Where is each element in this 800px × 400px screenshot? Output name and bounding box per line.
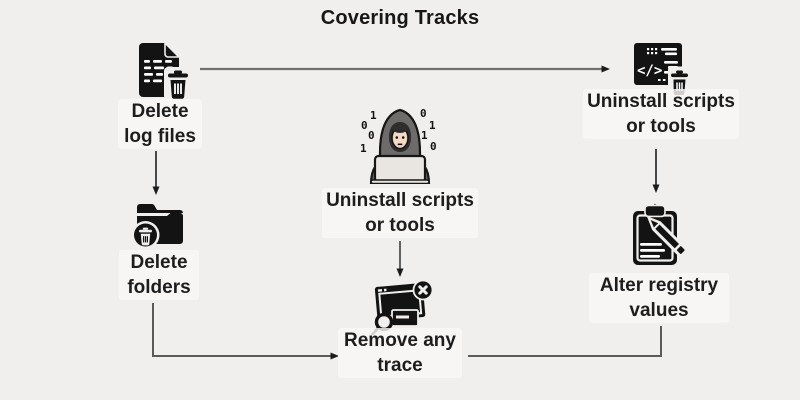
binary-digit: 1 — [421, 129, 428, 142]
windows-remove-icon — [371, 279, 434, 335]
node-label-delete-log-files: Delete log files — [118, 99, 202, 149]
node-label-delete-folders: Delete folders — [119, 250, 199, 300]
connector-alter-registry-to-remove-trace — [468, 326, 662, 357]
node-label-alter-registry: Alter registry values — [589, 273, 729, 323]
node-label-hacker-uninstall: Uninstall scripts or tools — [322, 188, 478, 238]
file-trash-icon — [139, 42, 195, 100]
code-glyph: </> — [637, 63, 662, 79]
clipboard-pencil-icon — [633, 203, 690, 265]
binary-digit: 0 — [368, 129, 375, 142]
binary-digit: 0 — [361, 119, 368, 132]
code-trash-icon: </> — [634, 43, 692, 97]
diagram-title: Covering Tracks — [320, 7, 480, 29]
connector-delete-folders-to-remove-trace — [152, 303, 339, 360]
folder-trash-icon — [131, 203, 183, 249]
binary-digit: 1 — [429, 119, 436, 132]
hacker-icon: 1 0 0 1 0 1 1 0 — [360, 107, 437, 184]
node-label-uninstall-tools: Uninstall scripts or tools — [583, 89, 739, 139]
node-label-remove-trace: Remove any trace — [338, 328, 462, 378]
binary-digit: 1 — [360, 142, 367, 155]
binary-digit: 1 — [370, 109, 377, 122]
binary-digit: 0 — [430, 140, 437, 153]
binary-digit: 0 — [420, 107, 427, 120]
